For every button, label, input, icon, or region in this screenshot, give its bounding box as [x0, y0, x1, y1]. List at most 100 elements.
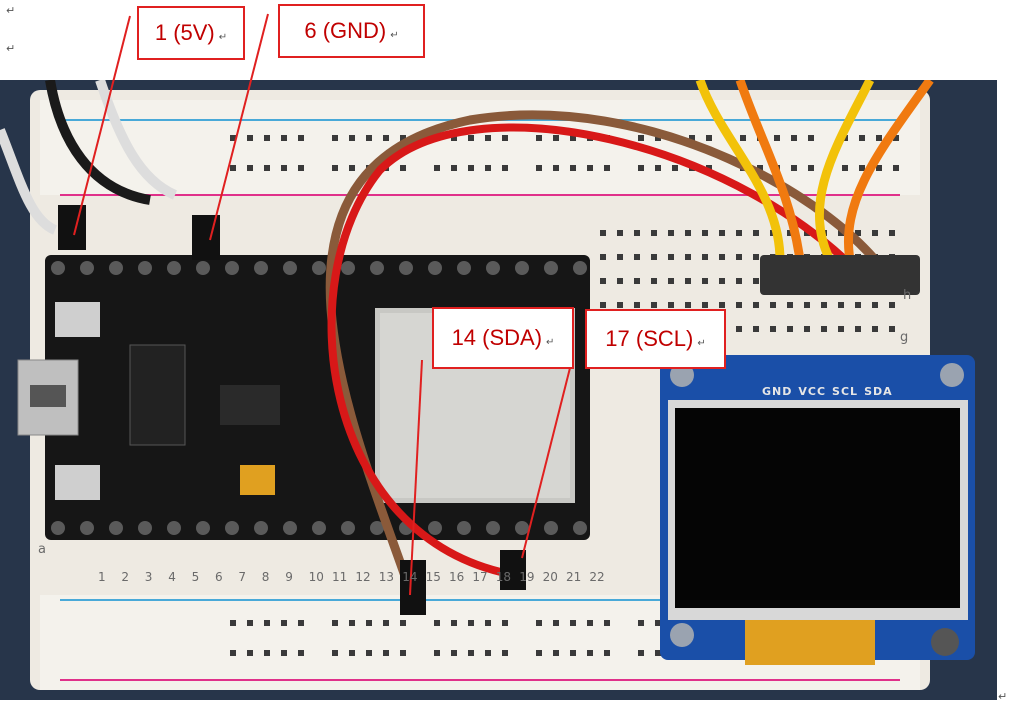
header-pin — [312, 261, 326, 275]
hole — [570, 650, 576, 656]
header-pin — [370, 521, 384, 535]
oled-pin-scl: SCL — [832, 385, 859, 398]
hole — [400, 620, 406, 626]
hole — [400, 135, 406, 141]
header-pin — [515, 521, 529, 535]
hole — [536, 165, 542, 171]
oled-screen — [675, 408, 960, 608]
hole — [753, 278, 759, 284]
hole — [634, 278, 640, 284]
callout-gnd-text: 6 (GND) — [304, 18, 387, 43]
hole — [600, 254, 606, 260]
hole — [753, 326, 759, 332]
header-pin — [486, 521, 500, 535]
hole — [838, 230, 844, 236]
header-pin — [254, 521, 268, 535]
header-pin — [51, 521, 65, 535]
hole — [889, 302, 895, 308]
header-pin — [573, 261, 587, 275]
header-pin — [573, 521, 587, 535]
pointer-gnd — [209, 13, 269, 241]
hole — [366, 650, 372, 656]
hole — [451, 165, 457, 171]
hole — [638, 650, 644, 656]
column-number: 19 — [519, 570, 535, 584]
hole — [889, 326, 895, 332]
hole — [587, 165, 593, 171]
header-pin — [544, 261, 558, 275]
hole — [651, 278, 657, 284]
paragraph-mark: ↵ — [218, 31, 228, 43]
wire-brown — [325, 110, 894, 607]
hole — [332, 135, 338, 141]
hole — [651, 230, 657, 236]
hole — [485, 620, 491, 626]
paragraph-mark: ↵ — [546, 336, 555, 348]
hole — [536, 620, 542, 626]
hole — [468, 620, 474, 626]
hole — [787, 230, 793, 236]
hole — [876, 165, 882, 171]
hole — [617, 254, 623, 260]
hole — [332, 620, 338, 626]
hole — [719, 278, 725, 284]
hole — [600, 302, 606, 308]
hole — [553, 620, 559, 626]
hole — [655, 135, 661, 141]
column-number: 17 — [472, 570, 488, 584]
hole — [719, 254, 725, 260]
column-number: 5 — [191, 570, 200, 584]
column-number: 16 — [449, 570, 465, 584]
hole — [702, 302, 708, 308]
hole — [400, 650, 406, 656]
callout-5v-text: 1 (5V) — [154, 20, 215, 45]
hole — [281, 620, 287, 626]
header-pin — [341, 261, 355, 275]
hole — [770, 302, 776, 308]
hole — [791, 165, 797, 171]
column-number: 8 — [261, 570, 270, 584]
oled-pin-gnd: GND — [762, 385, 793, 398]
hole — [264, 135, 270, 141]
header-pin — [254, 261, 268, 275]
paragraph-mark: ↵ — [697, 337, 706, 349]
hole — [604, 165, 610, 171]
column-number: 15 — [425, 570, 441, 584]
hole — [876, 135, 882, 141]
header-pin — [80, 521, 94, 535]
hole — [702, 230, 708, 236]
hole — [281, 650, 287, 656]
hole — [651, 302, 657, 308]
hole — [332, 650, 338, 656]
hole — [468, 135, 474, 141]
hole — [264, 165, 270, 171]
paragraph-mark: ↵ — [6, 42, 16, 55]
hole — [672, 165, 678, 171]
hole — [855, 230, 861, 236]
hole — [736, 326, 742, 332]
reset-button — [55, 465, 100, 500]
hole — [655, 620, 661, 626]
header-pin — [225, 261, 239, 275]
column-number: 4 — [168, 570, 176, 584]
column-number: 2 — [121, 570, 130, 584]
header-pin — [341, 521, 355, 535]
header-pin — [457, 521, 471, 535]
hole — [400, 165, 406, 171]
hole — [859, 135, 865, 141]
hole — [451, 620, 457, 626]
hole — [859, 165, 865, 171]
hole — [872, 230, 878, 236]
hole — [600, 230, 606, 236]
wire-orange — [735, 80, 805, 261]
hole — [634, 302, 640, 308]
hole — [889, 230, 895, 236]
header-pin — [283, 521, 297, 535]
hole — [383, 135, 389, 141]
hole — [485, 135, 491, 141]
callout-scl-text: 17 (SCL) — [605, 326, 694, 351]
row-letter: h — [903, 288, 912, 303]
column-number: 20 — [542, 570, 558, 584]
